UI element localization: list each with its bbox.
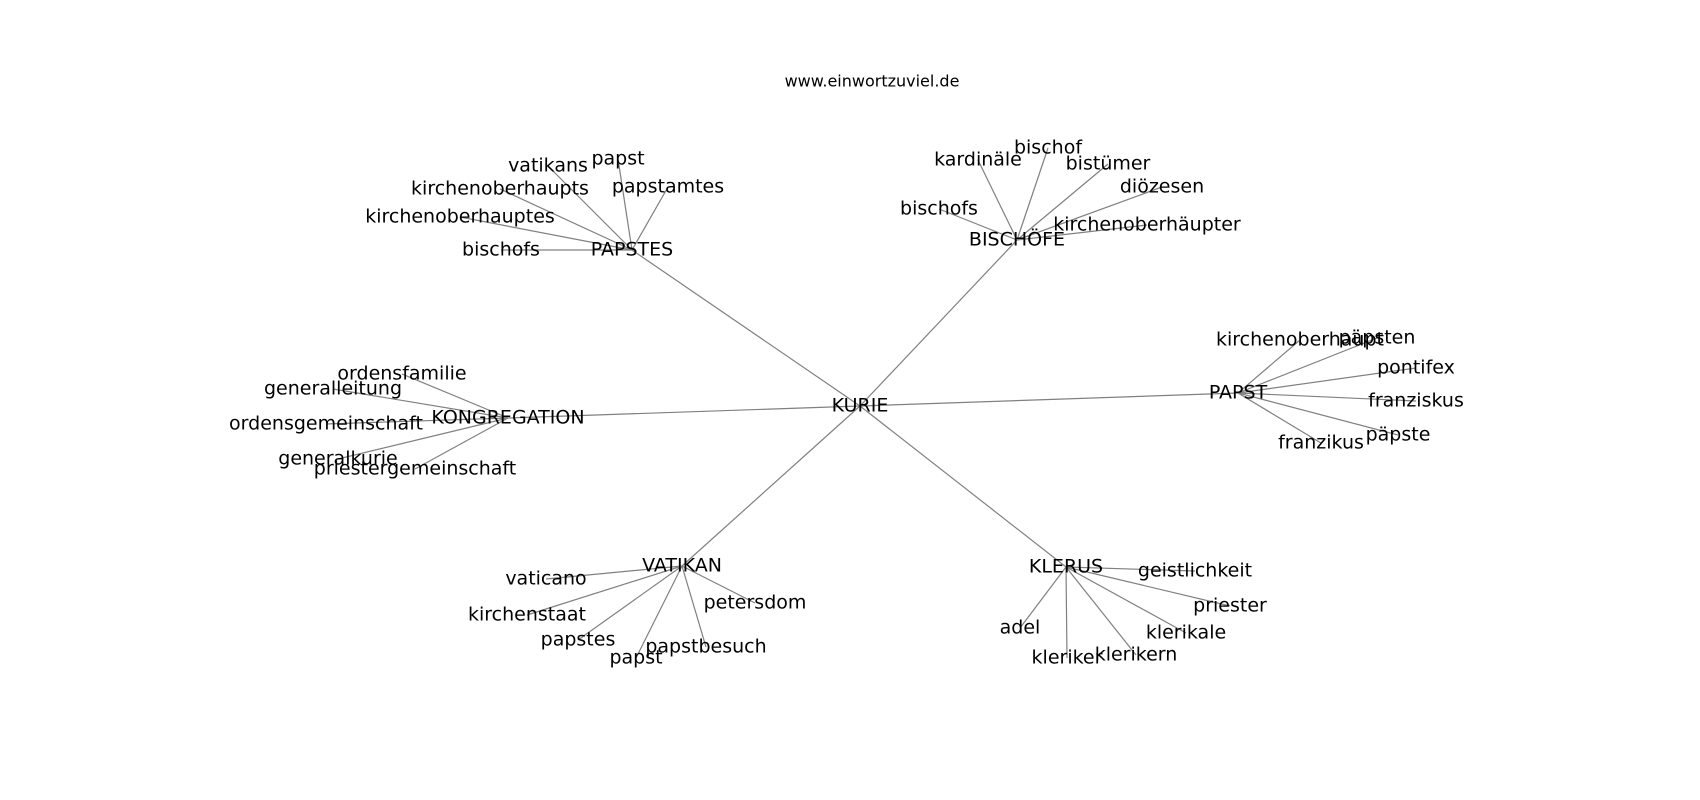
- edge-papst-kirchenoberhaupt: [1237, 339, 1301, 394]
- leaf-label-vaticano: vaticano: [505, 568, 586, 590]
- hub-label-papst: PAPST: [1209, 382, 1268, 404]
- edge-vatikan-papstes: [577, 565, 683, 641]
- edge-papstes-kirchenoberhaupts: [499, 188, 633, 251]
- edge-kurie-vatikan: [681, 405, 861, 567]
- leaf-label-klerikale: klerikale: [1146, 622, 1226, 644]
- edge-papst-franziskus: [1237, 392, 1417, 402]
- leaf-label-ordensgemeinschaft: ordensgemeinschaft: [229, 413, 423, 435]
- edge-bischoefe-bistuemer: [1016, 163, 1109, 241]
- leaf-label-paepsten: päpsten: [1339, 327, 1416, 349]
- leaf-label-petersdom: petersdom: [704, 592, 807, 614]
- edge-klerus-klerikale: [1065, 566, 1187, 634]
- edge-kurie-klerus: [859, 405, 1067, 568]
- leaf-label-kirchenoberhaupt: kirchenoberhaupt: [1216, 329, 1384, 351]
- leaf-label-franzikus: franzikus: [1278, 432, 1364, 454]
- leaf-label-adel: adel: [1000, 617, 1041, 639]
- leaf-label-bischofs: bischofs: [900, 198, 978, 220]
- leaf-label-kirchenoberhauptes: kirchenoberhauptes: [365, 206, 555, 228]
- leaf-label-franziskus: franziskus: [1368, 390, 1464, 412]
- edge-papst-pontifex: [1237, 367, 1417, 394]
- leaf-label-bischofs: bischofs: [462, 239, 540, 261]
- edge-papstes-kirchenoberhauptes: [459, 216, 633, 251]
- edge-bischoefe-kirchenoberhaeupter: [1016, 224, 1148, 241]
- edge-bischoefe-bischof: [1016, 147, 1049, 241]
- leaf-label-dioezesen: diözesen: [1120, 176, 1204, 198]
- edge-vatikan-kirchenstaat: [526, 565, 683, 616]
- leaf-label-papstes: papstes: [541, 629, 616, 651]
- hub-label-bischoefe: BISCHÖFE: [969, 228, 1065, 251]
- edge-papst-paepste: [1237, 392, 1399, 436]
- edge-vatikan-papst: [635, 565, 683, 659]
- edge-papst-paepsten: [1237, 337, 1378, 394]
- edge-kurie-bischoefe: [859, 239, 1018, 407]
- edge-kongregation-ordensfamilie: [401, 373, 509, 419]
- site-url: www.einwortzuviel.de: [785, 72, 960, 91]
- edge-kurie-papst: [859, 392, 1239, 407]
- leaf-label-kirchenoberhaupts: kirchenoberhaupts: [411, 178, 589, 200]
- edge-vatikan-petersdom: [681, 565, 756, 604]
- leaf-label-paepste: päpste: [1366, 424, 1431, 446]
- edge-klerus-priester: [1065, 566, 1231, 607]
- leaf-label-geistlichkeit: geistlichkeit: [1138, 560, 1252, 582]
- edge-kongregation-generalleitung: [332, 388, 509, 419]
- edge-vatikan-papstbesuch: [681, 565, 707, 648]
- edge-kongregation-generalkurie: [337, 417, 509, 460]
- leaf-label-kleriker: kleriker: [1032, 647, 1103, 669]
- leaf-label-papstamtes: papstamtes: [612, 176, 724, 198]
- edge-kongregation-priestergemeinschaft: [414, 417, 509, 470]
- leaf-label-bistuemer: bistümer: [1066, 153, 1151, 175]
- edge-vatikan-vaticano: [545, 565, 683, 580]
- edge-bischoefe-bischofs: [938, 208, 1018, 241]
- leaf-label-bischof: bischof: [1014, 137, 1083, 159]
- edge-kurie-papstes: [631, 249, 861, 407]
- edge-papstes-papstamtes: [631, 186, 669, 251]
- leaf-label-papst: papst: [591, 148, 644, 170]
- edge-papst-franzikus: [1237, 392, 1322, 444]
- center-node-label: KURIE: [832, 395, 889, 417]
- leaf-label-kardinaele: kardinäle: [934, 149, 1022, 171]
- edge-papstes-papst: [617, 158, 633, 251]
- leaf-label-priester: priester: [1193, 595, 1267, 617]
- leaf-label-generalkurie: generalkurie: [278, 448, 397, 470]
- edge-bischoefe-dioezesen: [1016, 186, 1163, 241]
- edge-bischoefe-kardinaele: [977, 159, 1018, 241]
- edge-klerus-klerikern: [1065, 566, 1137, 656]
- leaf-label-papst: papst: [609, 647, 662, 669]
- edge-klerus-adel: [1019, 566, 1067, 629]
- leaf-label-kirchenstaat: kirchenstaat: [468, 604, 586, 626]
- hub-label-vatikan: VATIKAN: [642, 555, 722, 577]
- edge-kongregation-ordensgemeinschaft: [325, 417, 509, 425]
- leaf-label-generalleitung: generalleitung: [264, 378, 402, 400]
- hub-label-klerus: KLERUS: [1029, 556, 1103, 578]
- edge-kurie-kongregation: [507, 405, 861, 419]
- leaf-label-klerikern: klerikern: [1095, 644, 1178, 666]
- edge-klerus-geistlichkeit: [1065, 566, 1196, 572]
- leaf-label-papstbesuch: papstbesuch: [645, 636, 766, 658]
- leaf-label-vatikans: vatikans: [508, 155, 588, 177]
- leaf-label-pontifex: pontifex: [1377, 357, 1455, 379]
- edge-papstes-vatikans: [547, 165, 633, 251]
- leaf-label-ordensfamilie: ordensfamilie: [337, 363, 466, 385]
- hub-label-papstes: PAPSTES: [591, 239, 673, 261]
- leaf-label-kirchenoberhaeupter: kirchenoberhäupter: [1053, 214, 1241, 236]
- edge-klerus-kleriker: [1065, 566, 1068, 659]
- leaf-label-priestergemeinschaft: priestergemeinschaft: [314, 458, 516, 480]
- hub-label-kongregation: KONGREGATION: [431, 407, 584, 429]
- edges: [325, 147, 1417, 659]
